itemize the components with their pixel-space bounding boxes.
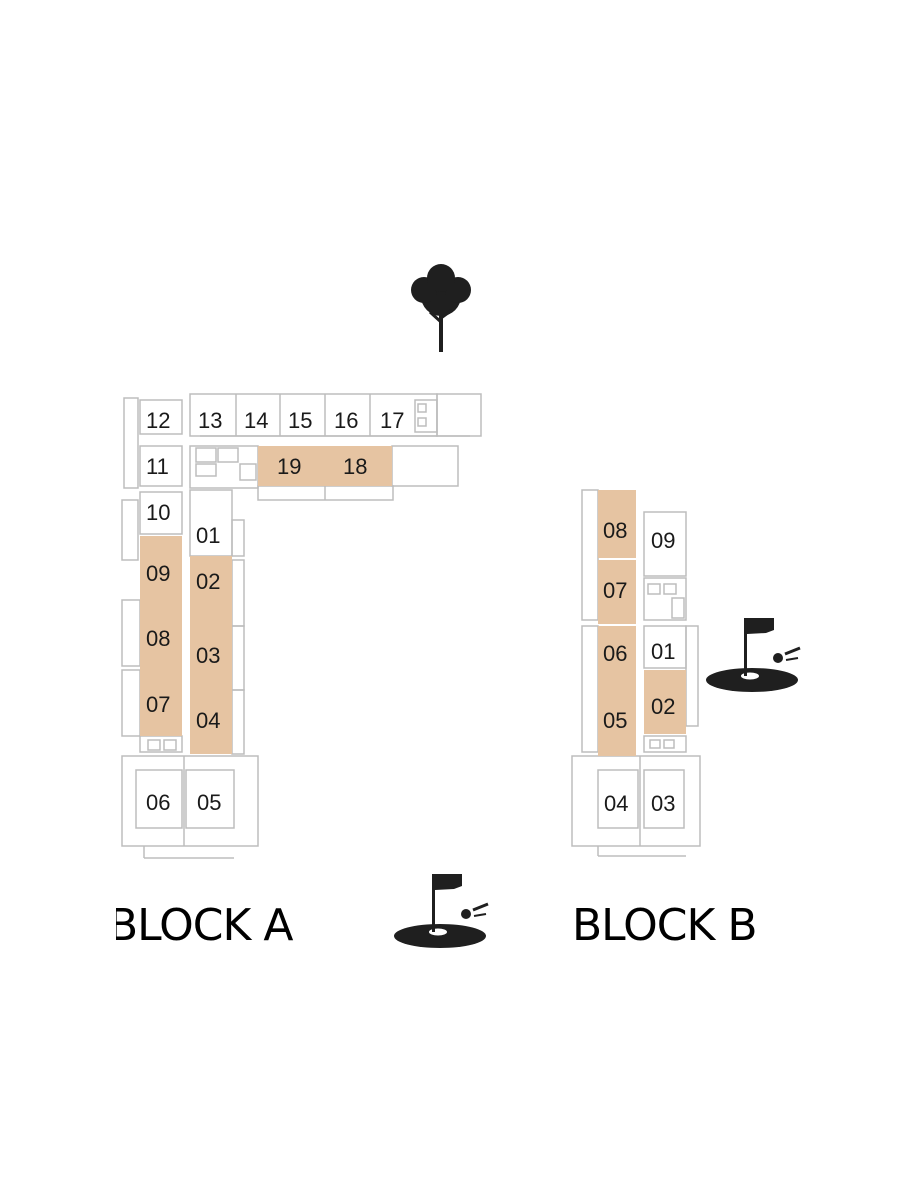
block-b-unit-03[interactable]: 03 <box>651 791 675 816</box>
block-b-unit-09[interactable]: 09 <box>651 528 675 553</box>
block-b-unit-07[interactable]: 07 <box>603 578 627 603</box>
block-a-unit-07-fill <box>140 668 182 736</box>
block-a-unit-11[interactable]: 11 <box>146 454 169 479</box>
block-a-unit-03-fill <box>190 622 232 688</box>
block-b-unit-labels: 08 09 07 06 01 05 02 04 03 <box>603 518 675 816</box>
block-a-unit-17[interactable]: 17 <box>380 408 404 433</box>
block-a-unit-02-fill <box>190 556 232 622</box>
block-a-unit-09-fill <box>140 536 182 602</box>
block-b-unit-02-fill <box>644 670 686 734</box>
block-b-highlights <box>598 490 686 756</box>
block-a-unit-15[interactable]: 15 <box>288 408 312 433</box>
block-a-unit-04[interactable]: 04 <box>196 708 220 733</box>
block-a-unit-18-fill <box>325 446 392 486</box>
block-a-unit-09[interactable]: 09 <box>146 561 170 586</box>
tree-icon <box>411 264 471 352</box>
block-a-unit-19[interactable]: 19 <box>277 454 301 479</box>
block-a-unit-labels: 12 13 14 15 16 17 11 19 18 10 01 09 02 0… <box>146 408 404 815</box>
block-a-unit-19-fill <box>258 446 325 486</box>
block-b-unit-05-fill <box>598 690 636 756</box>
block-b-label: BLOCK B <box>572 900 758 951</box>
block-a-unit-10[interactable]: 10 <box>146 500 170 525</box>
golf-flag-icon <box>392 872 490 950</box>
block-b-unit-02[interactable]: 02 <box>651 694 675 719</box>
block-a-unit-01[interactable]: 01 <box>196 523 220 548</box>
block-a-label: BLOCK A <box>116 900 293 951</box>
block-a-unit-04-fill <box>190 688 232 754</box>
block-a-unit-12[interactable]: 12 <box>146 408 170 433</box>
block-a-unit-05[interactable]: 05 <box>197 790 221 815</box>
block-b-unit-08-fill <box>598 490 636 558</box>
block-b-unit-08[interactable]: 08 <box>603 518 627 543</box>
block-a-unit-16[interactable]: 16 <box>334 408 358 433</box>
block-b-unit-06-fill <box>598 626 636 690</box>
block-b-unit-01[interactable]: 01 <box>651 639 675 664</box>
block-a-unit-03[interactable]: 03 <box>196 643 220 668</box>
block-b-unit-04[interactable]: 04 <box>604 791 628 816</box>
block-a-unit-18[interactable]: 18 <box>343 454 367 479</box>
block-a-unit-14[interactable]: 14 <box>244 408 268 433</box>
block-a-unit-07[interactable]: 07 <box>146 692 170 717</box>
block-a-unit-02[interactable]: 02 <box>196 569 220 594</box>
block-b-unit-07-fill <box>598 560 636 624</box>
block-a-unit-13[interactable]: 13 <box>198 408 222 433</box>
block-a-highlights <box>140 446 392 754</box>
block-a-unit-08[interactable]: 08 <box>146 626 170 651</box>
block-b-unit-05[interactable]: 05 <box>603 708 627 733</box>
block-a-unit-06[interactable]: 06 <box>146 790 170 815</box>
block-a-unit-08-fill <box>140 602 182 668</box>
block-b-unit-06[interactable]: 06 <box>603 641 627 666</box>
golf-flag-icon <box>704 616 802 694</box>
